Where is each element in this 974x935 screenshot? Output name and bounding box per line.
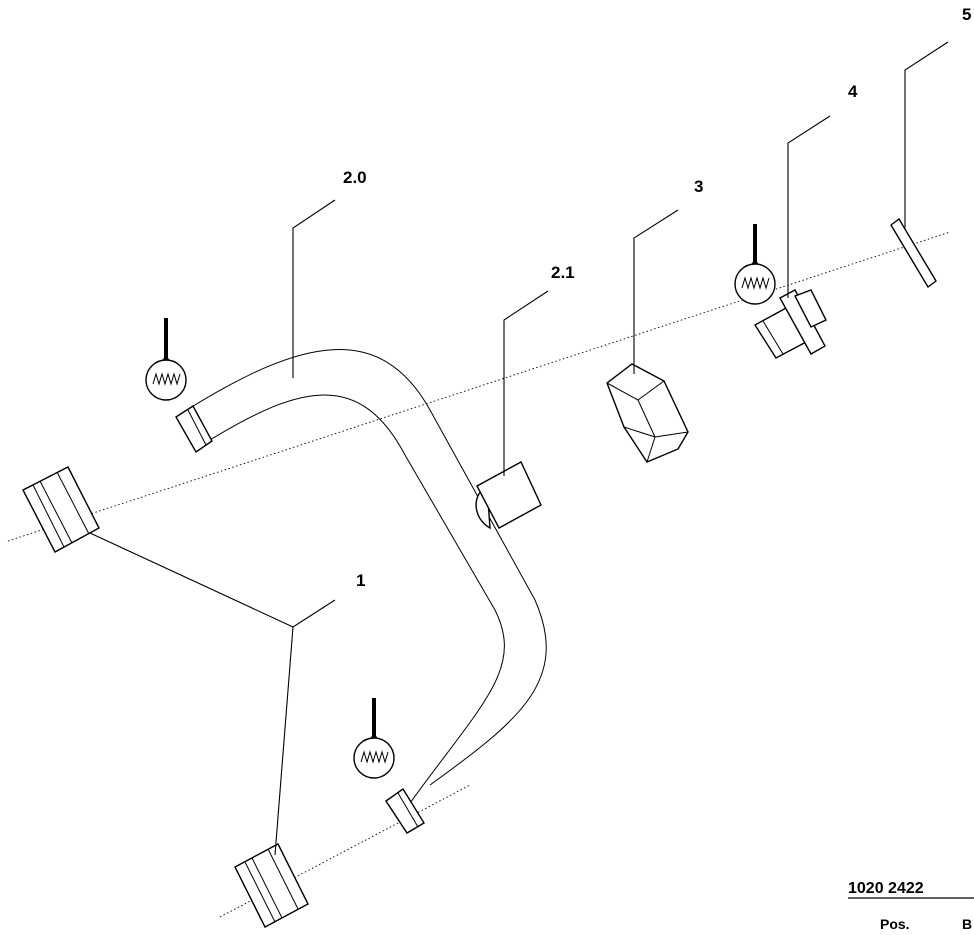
label-pos-2-1: 2.1 <box>551 263 575 282</box>
leader-2-1 <box>503 290 549 476</box>
hex-nut <box>606 363 689 463</box>
weld-symbol-icon <box>145 318 187 401</box>
plug-collar <box>779 289 826 355</box>
axis-upper <box>7 231 951 542</box>
tube-end-upper <box>175 405 213 454</box>
end-cap-lower <box>234 843 309 928</box>
tube-end-lower <box>385 787 425 834</box>
plug-stub <box>794 289 827 328</box>
table-header-pos: Pos. <box>880 916 910 932</box>
label-pos-1: 1 <box>356 571 365 590</box>
weld-symbol-icon <box>734 224 776 305</box>
tube-outer-edge <box>189 349 547 786</box>
tube-socket <box>475 461 542 530</box>
end-cap-upper <box>22 466 100 553</box>
threaded-plug <box>754 289 827 359</box>
leader-lines <box>89 41 949 856</box>
center-axes <box>7 231 951 918</box>
leader-5 <box>904 41 949 228</box>
leader-3 <box>633 209 679 374</box>
leader-1-lower <box>274 626 294 856</box>
table-header-second-col: B <box>962 916 972 932</box>
document-number: 1020 2422 <box>848 880 924 897</box>
label-pos-2-0: 2.0 <box>343 168 367 187</box>
label-pos-5: 5 <box>962 5 971 24</box>
weld-symbol-icon <box>353 698 395 779</box>
seal-ring <box>890 217 937 289</box>
position-labels: 1 2.0 2.1 3 4 5 <box>343 5 971 590</box>
socket-body <box>476 461 542 529</box>
axis-lower <box>219 784 471 918</box>
leader-2-0 <box>292 199 336 378</box>
bent-tube <box>175 349 547 834</box>
tube-inner-edge <box>209 394 505 811</box>
leader-4 <box>787 115 831 298</box>
leader-1 <box>89 532 336 628</box>
label-pos-4: 4 <box>848 82 858 101</box>
label-pos-3: 3 <box>694 177 703 196</box>
